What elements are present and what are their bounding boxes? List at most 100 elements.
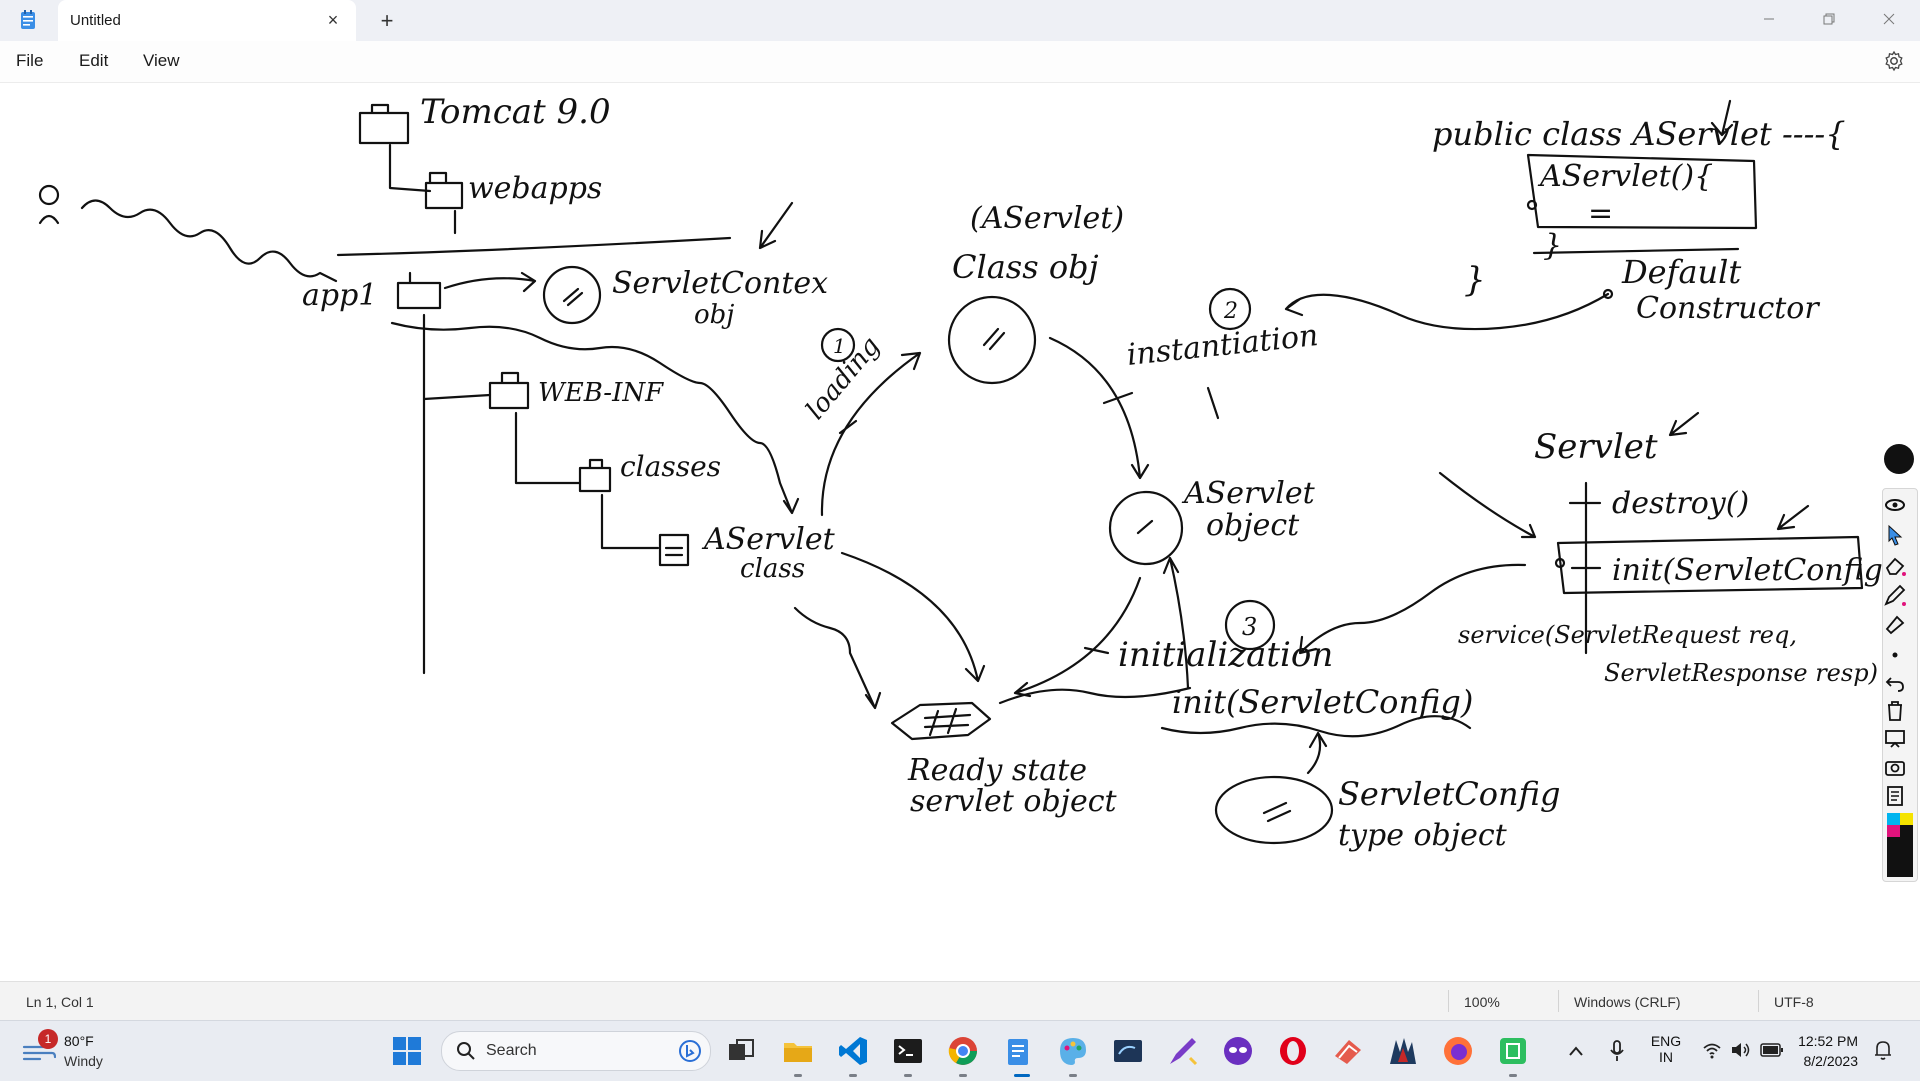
line-ending: Windows (CRLF) — [1574, 994, 1681, 1010]
notepad-taskbar-icon[interactable] — [1001, 1034, 1035, 1068]
opera-icon[interactable] — [1276, 1034, 1310, 1068]
zoom-level: 100% — [1464, 994, 1500, 1010]
aservlet-paren-label: (AServlet) — [970, 201, 1124, 236]
service-response-label: ServletResponse resp) — [1604, 659, 1878, 687]
pen-tool-icon[interactable] — [1883, 583, 1907, 607]
sketch-icon[interactable] — [1331, 1034, 1365, 1068]
step2-label: 2 — [1223, 299, 1238, 324]
cursor-icon[interactable] — [1883, 523, 1907, 547]
menu-view[interactable]: View — [143, 51, 180, 70]
menu-edit[interactable]: Edit — [79, 51, 109, 70]
mic-icon[interactable] — [1608, 1039, 1626, 1063]
status-divider — [1558, 990, 1559, 1012]
file-explorer-icon[interactable] — [781, 1034, 815, 1068]
pen-app-icon[interactable] — [1166, 1034, 1200, 1068]
maximize-button[interactable] — [1806, 6, 1852, 36]
close-window-button[interactable] — [1866, 6, 1912, 36]
volume-icon[interactable] — [1730, 1041, 1752, 1059]
step1-label: 1 — [833, 334, 846, 358]
battery-icon[interactable] — [1760, 1042, 1784, 1058]
clock[interactable]: 12:52 PM 8/2/2023 — [1798, 1031, 1858, 1071]
pen-app-logo-icon[interactable] — [1884, 444, 1914, 474]
color-swatch-magenta-black[interactable] — [1887, 825, 1913, 837]
camera-icon[interactable] — [1883, 755, 1907, 779]
clock-time: 12:52 PM — [1798, 1033, 1858, 1049]
status-bar: Ln 1, Col 1 100% Windows (CRLF) UTF-8 — [0, 981, 1920, 1021]
webapps-label: webapps — [468, 171, 602, 206]
minimize-button[interactable] — [1746, 6, 1792, 36]
service-label: service(ServletRequest req, — [1458, 621, 1797, 649]
chrome-icon[interactable] — [946, 1034, 980, 1068]
evernote-icon[interactable] — [1496, 1034, 1530, 1068]
taskbar: 1 80°F Windy Search ENG IN — [0, 1020, 1920, 1081]
init-config-label: init(ServletConfig) — [1172, 683, 1473, 721]
paint-icon[interactable] — [1056, 1034, 1090, 1068]
editor-canvas[interactable]: Tomcat 9.0 webapps app1 ServletContex ob… — [0, 83, 1920, 981]
notification-icon[interactable] — [1872, 1039, 1894, 1061]
step3-label: 3 — [1242, 613, 1257, 641]
clipboard-icon[interactable] — [1883, 783, 1907, 807]
mysql-icon[interactable] — [1111, 1034, 1145, 1068]
running-indicator — [904, 1074, 912, 1077]
region-code: IN — [1659, 1049, 1673, 1065]
classes-label: classes — [620, 450, 721, 483]
language-code: ENG — [1650, 1033, 1682, 1049]
clock-date: 8/2/2023 — [1803, 1053, 1859, 1069]
firefox-icon[interactable] — [1441, 1034, 1475, 1068]
constructor-signature-label: AServlet(){ — [1537, 159, 1713, 194]
search-icon — [457, 1042, 475, 1060]
trash-icon[interactable] — [1883, 699, 1907, 723]
running-indicator — [1069, 1074, 1077, 1077]
taskbar-search[interactable]: Search — [441, 1031, 711, 1071]
windows-start-icon[interactable] — [390, 1034, 424, 1068]
tab-untitled[interactable]: Untitled × — [58, 0, 356, 41]
default-constructor-label-2: Constructor — [1636, 291, 1820, 326]
cursor-position: Ln 1, Col 1 — [26, 994, 94, 1010]
undo-icon[interactable] — [1883, 671, 1907, 695]
highlighter-icon[interactable] — [1883, 613, 1907, 637]
new-tab-button[interactable]: + — [380, 8, 394, 33]
aservlet-class-label-1: AServlet — [701, 522, 836, 557]
task-view-icon[interactable] — [724, 1034, 758, 1068]
eraser-icon[interactable] — [1883, 553, 1907, 577]
title-bar: Untitled × + — [0, 0, 1920, 41]
input-language[interactable]: ENG IN — [1648, 1033, 1684, 1065]
color-swatch-cyan-yellow[interactable] — [1887, 813, 1913, 825]
ready-state-label-2: servlet object — [910, 784, 1118, 819]
eye-icon[interactable] — [1883, 493, 1907, 517]
vscode-icon[interactable] — [836, 1034, 870, 1068]
menu-file[interactable]: File — [16, 51, 44, 70]
wifi-icon[interactable] — [1702, 1041, 1722, 1059]
game-icon[interactable] — [1386, 1034, 1420, 1068]
menu-bar: File Edit View — [0, 41, 1920, 83]
active-indicator — [1014, 1074, 1030, 1077]
color-swatch-black[interactable] — [1887, 837, 1913, 877]
aservlet-object-label-1: AServlet — [1181, 476, 1316, 511]
status-divider — [1448, 990, 1449, 1012]
bing-icon[interactable] — [678, 1039, 702, 1063]
web-inf-label: WEB-INF — [538, 378, 664, 408]
aservlet-object-label-2: object — [1206, 508, 1300, 543]
close-icon — [1883, 13, 1895, 25]
terminal-icon[interactable] — [891, 1034, 925, 1068]
default-constructor-label-1: Default — [1621, 253, 1741, 291]
servlet-context-obj-label: obj — [694, 300, 734, 330]
running-indicator — [1509, 1074, 1517, 1077]
weather-alert-badge: 1 — [38, 1029, 58, 1049]
dot-icon[interactable] — [1883, 643, 1907, 667]
chevron-up-icon[interactable] — [1568, 1045, 1584, 1057]
minimize-icon — [1764, 18, 1774, 20]
close-tab-button[interactable]: × — [327, 10, 339, 30]
running-indicator — [794, 1074, 802, 1077]
destroy-label: destroy() — [1612, 486, 1749, 521]
notepad-icon — [21, 10, 35, 29]
vpn-icon[interactable] — [1221, 1034, 1255, 1068]
tomcat-label: Tomcat 9.0 — [420, 92, 611, 132]
settings-icon[interactable] — [1882, 49, 1906, 73]
whiteboard-icon[interactable] — [1883, 727, 1907, 751]
encoding: UTF-8 — [1774, 994, 1814, 1010]
pen-toolbar-panel — [1882, 488, 1918, 882]
ink-layer: Tomcat 9.0 webapps app1 ServletContex ob… — [38, 92, 1895, 853]
aservlet-class-label-2: class — [740, 554, 805, 584]
running-indicator — [959, 1074, 967, 1077]
